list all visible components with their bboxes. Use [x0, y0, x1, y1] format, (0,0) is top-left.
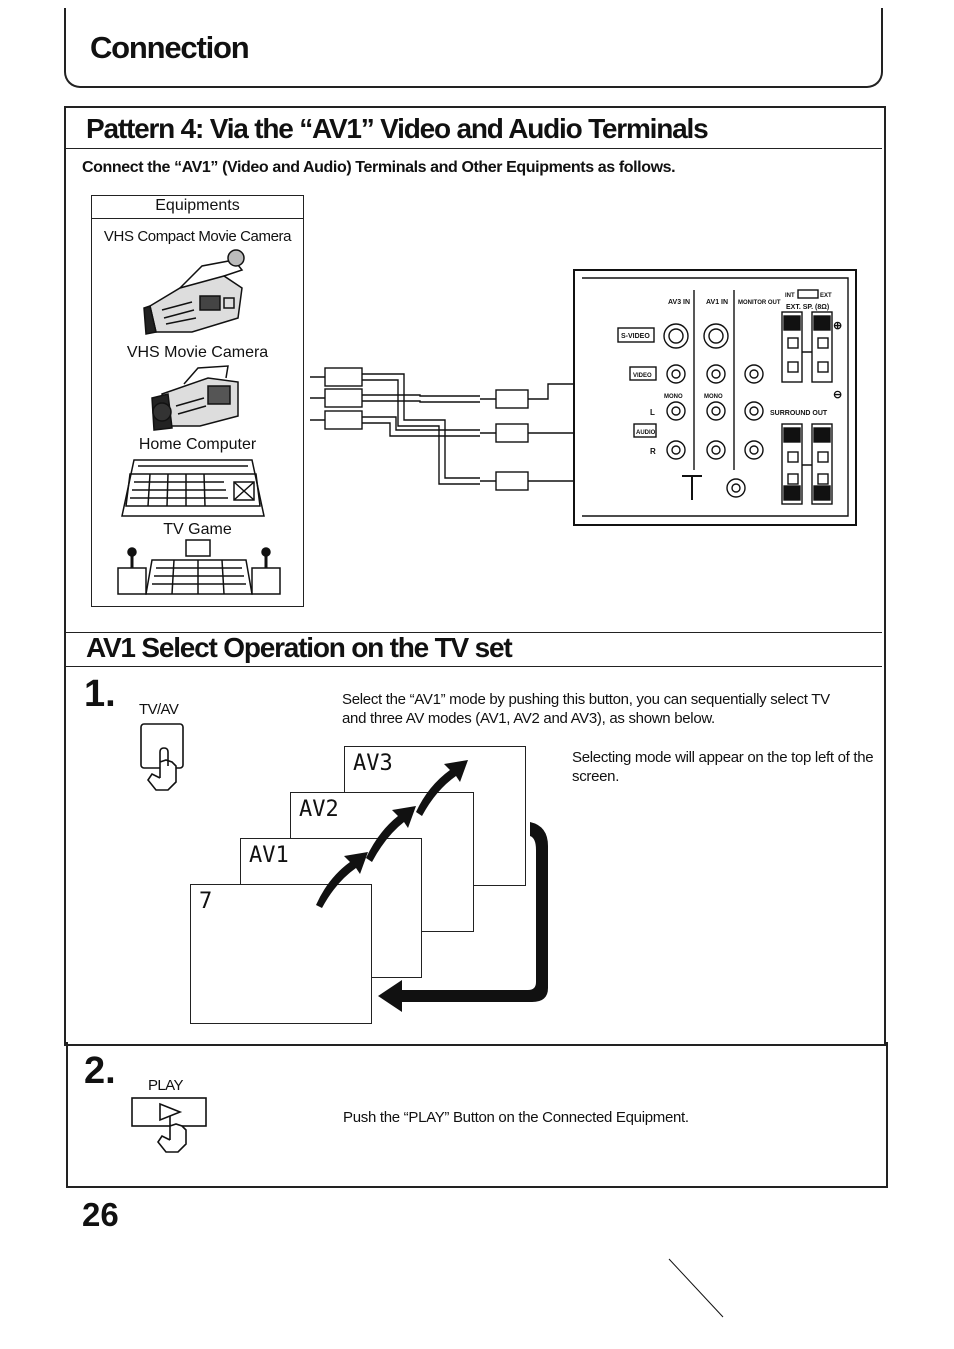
- panel-label: MONITOR OUT: [738, 300, 781, 306]
- panel-label: INT: [785, 293, 795, 299]
- stray-line: [668, 1258, 724, 1318]
- panel-label: SURROUND OUT: [770, 410, 828, 417]
- compact-camera-illustration: [143, 249, 245, 335]
- panel-label: EXT: [820, 293, 832, 299]
- section-title: AV1 Select Operation on the TV set: [86, 632, 513, 663]
- divider: [64, 148, 882, 149]
- panel-label: AV3 IN: [668, 299, 690, 306]
- tvav-button-icon: [140, 723, 184, 791]
- panel-label: L: [650, 408, 655, 417]
- equipment-box: Equipments VHS Compact Movie Camera VHS …: [91, 195, 304, 607]
- movie-camera-illustration: [151, 365, 239, 431]
- equipment-label: VHS Compact Movie Camera: [103, 228, 292, 245]
- divider: [64, 632, 882, 633]
- screen-tv: 7: [190, 884, 372, 1024]
- equipment-label: Home Computer: [138, 436, 257, 453]
- panel-label: MONO: [704, 394, 723, 400]
- panel-label: AUDIO: [636, 430, 656, 436]
- step1-note: Selecting mode will appear on the top le…: [572, 749, 874, 785]
- screen-label: AV3: [353, 751, 393, 776]
- home-computer-illustration: [121, 459, 265, 517]
- connection-diagram: AV3 IN AV1 IN MONITOR OUT EXT. SP. (8Ω) …: [310, 269, 857, 526]
- panel-label: VIDEO: [633, 373, 652, 379]
- panel-label: MONO: [664, 394, 683, 400]
- screen-label: 7: [199, 889, 213, 914]
- step2-frame: [66, 1042, 888, 1188]
- page-header-title: Connection: [90, 30, 250, 65]
- pattern-intro: Connect the “AV1” (Video and Audio) Term…: [82, 159, 676, 176]
- screen-label: AV2: [299, 797, 339, 822]
- panel-label: R: [650, 447, 656, 456]
- page-number: 26: [82, 1196, 119, 1233]
- panel-label: AV1 IN: [706, 299, 728, 306]
- header-frame: [64, 8, 883, 88]
- panel-label: S-VIDEO: [621, 333, 650, 340]
- play-button-icon: [131, 1097, 207, 1153]
- tv-game-illustration: [117, 539, 281, 595]
- panel-label: EXT. SP. (8Ω): [786, 304, 829, 311]
- main-frame: [64, 106, 886, 1046]
- screen-label: AV1: [249, 843, 289, 868]
- divider: [64, 666, 882, 667]
- panel-label: ⊖: [833, 389, 842, 401]
- mode-cycle-arrows: [316, 760, 548, 1012]
- equipment-heading: Equipments: [92, 196, 303, 219]
- tvav-button-label: TV/AV: [139, 701, 179, 718]
- step2-text: Push the “PLAY” Button on the Connected …: [343, 1109, 689, 1126]
- panel-label: ⊕: [833, 320, 842, 332]
- step-number: 1.: [84, 673, 116, 715]
- play-button-label: PLAY: [148, 1077, 183, 1094]
- step1-text: Select the “AV1” mode by pushing this bu…: [342, 691, 830, 727]
- step-number: 2.: [84, 1050, 116, 1092]
- equipment-label: VHS Movie Camera: [126, 344, 269, 361]
- equipment-label: TV Game: [163, 521, 232, 538]
- pattern-title: Pattern 4: Via the “AV1” Video and Audio…: [86, 113, 709, 144]
